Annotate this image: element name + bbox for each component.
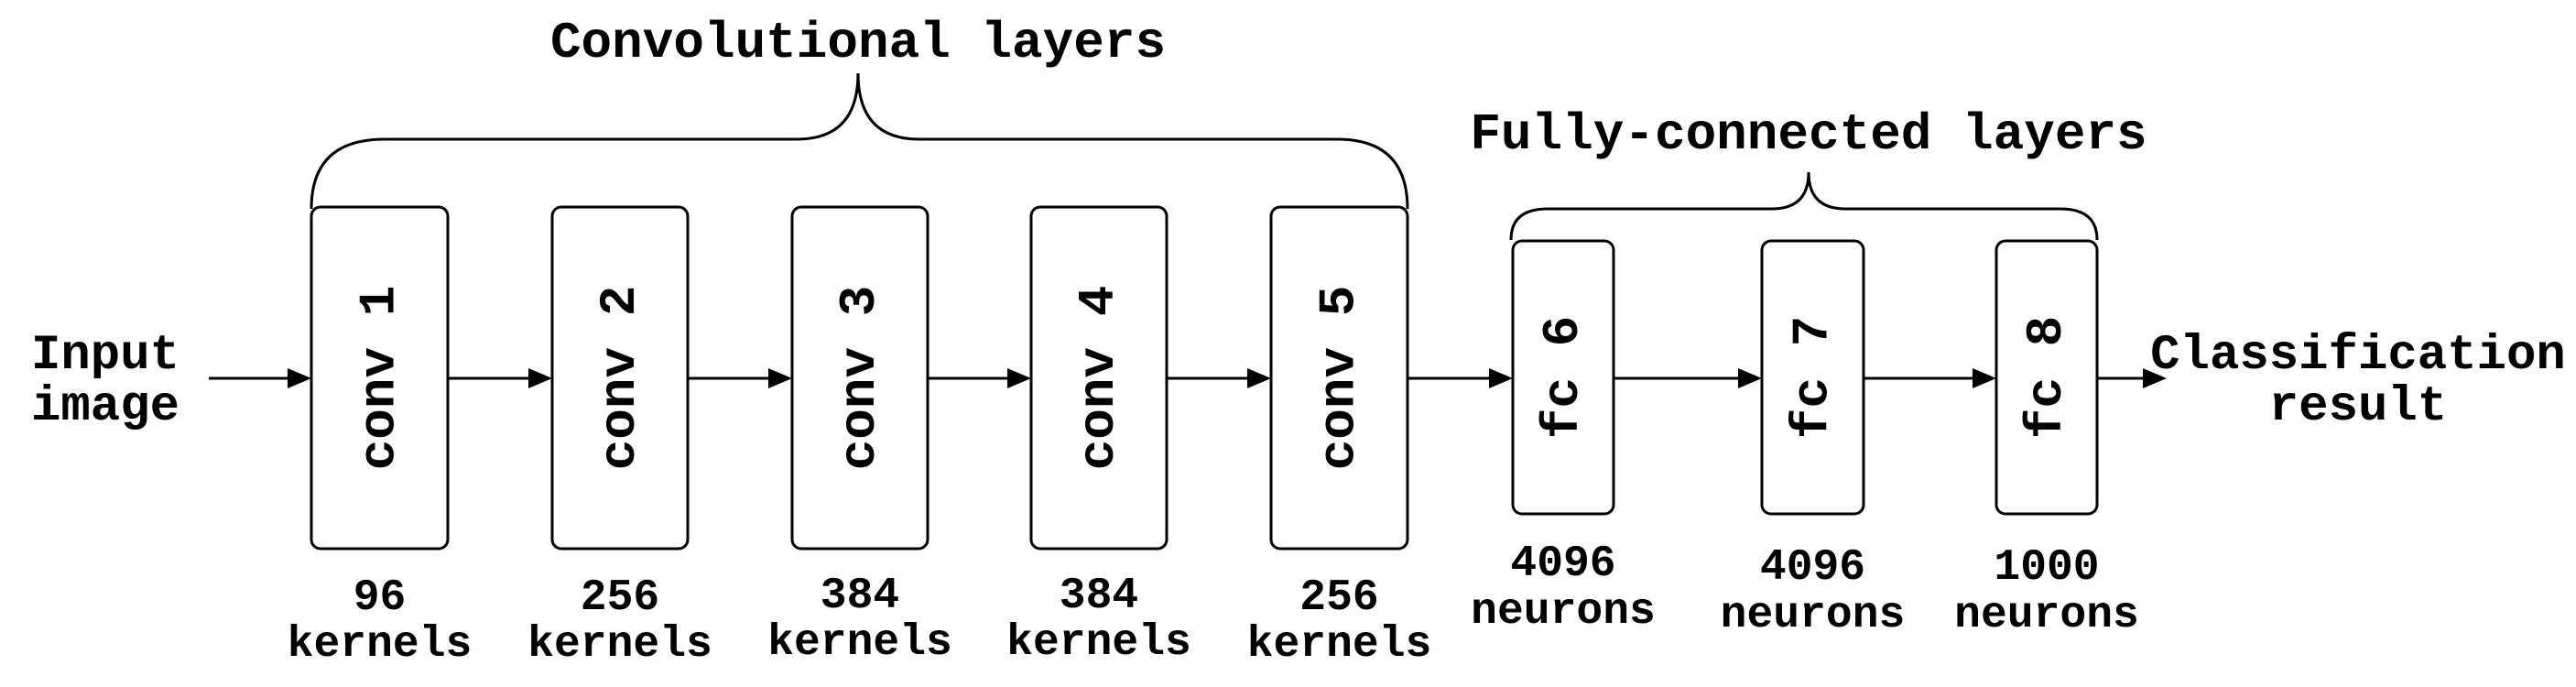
arrowhead-icon	[1738, 368, 1762, 388]
layer-count: 256	[581, 573, 659, 623]
conv-layer-2: conv 2 256 kernels	[527, 205, 712, 670]
conv-group-label: Convolutional layers	[550, 14, 1166, 72]
fc-group-label: Fully-connected layers	[1470, 105, 2147, 164]
layer-name: conv 4	[1070, 286, 1128, 471]
fc-layer-7: fc 7 4096 neurons	[1721, 239, 1906, 640]
layer-box	[550, 205, 690, 551]
layer-name: conv 3	[831, 286, 889, 471]
arrowhead-icon	[1973, 368, 1996, 388]
arrowhead-icon	[528, 368, 552, 388]
input-label-line2: image	[31, 379, 179, 435]
layer-box	[1269, 205, 1409, 551]
layer-name: fc 8	[2017, 316, 2076, 439]
layer-name: conv 2	[591, 286, 649, 471]
layer-unit: neurons	[1721, 591, 1906, 640]
layer-count: 4096	[1510, 540, 1615, 589]
arrowhead-icon	[1247, 368, 1271, 388]
layer-box	[790, 205, 929, 551]
layer-unit: kernels	[527, 620, 712, 670]
conv-group-brace	[310, 72, 1409, 210]
layer-box	[1029, 205, 1168, 551]
layer-name: conv 5	[1310, 286, 1369, 471]
layer-count: 1000	[1994, 543, 2099, 593]
layer-box	[1994, 239, 2099, 516]
fc-layer-8: fc 8 1000 neurons	[1954, 239, 2139, 640]
arrowhead-icon	[1489, 368, 1513, 388]
layer-count: 384	[1060, 572, 1138, 621]
layer-unit: neurons	[1954, 591, 2139, 640]
layer-unit: kernels	[1006, 618, 1191, 668]
layer-name: fc 6	[1534, 316, 1592, 439]
output-label-line1: Classification	[2150, 328, 2566, 384]
conv-layer-1: conv 1 96 kernels	[288, 205, 473, 670]
layer-unit: neurons	[1471, 587, 1656, 637]
layer-unit: kernels	[288, 620, 473, 670]
layer-count: 384	[821, 572, 899, 621]
layer-unit: kernels	[1247, 620, 1432, 670]
layer-count: 256	[1299, 573, 1378, 623]
input-label-line1: Input	[31, 328, 179, 384]
arrowhead-icon	[288, 368, 311, 388]
layer-name: conv 1	[351, 286, 409, 471]
conv-layer-4: conv 4 384 kernels	[1006, 205, 1191, 668]
arrowhead-icon	[1007, 368, 1031, 388]
layer-count: 4096	[1760, 543, 1865, 593]
arrowhead-icon	[768, 368, 792, 388]
conv-layer-5: conv 5 256 kernels	[1247, 205, 1432, 670]
conv-layer-3: conv 3 384 kernels	[767, 205, 952, 668]
layer-box	[1511, 239, 1615, 516]
layer-name: fc 7	[1784, 316, 1842, 439]
layer-count: 96	[353, 573, 407, 623]
arrowhead-icon	[2143, 368, 2167, 388]
fc-group-brace	[1509, 171, 2099, 241]
layer-box	[310, 205, 450, 551]
fc-layer-6: fc 6 4096 neurons	[1471, 239, 1656, 637]
layer-box	[1760, 239, 1865, 516]
output-label-line2: result	[2269, 379, 2447, 435]
layer-unit: kernels	[767, 618, 952, 668]
